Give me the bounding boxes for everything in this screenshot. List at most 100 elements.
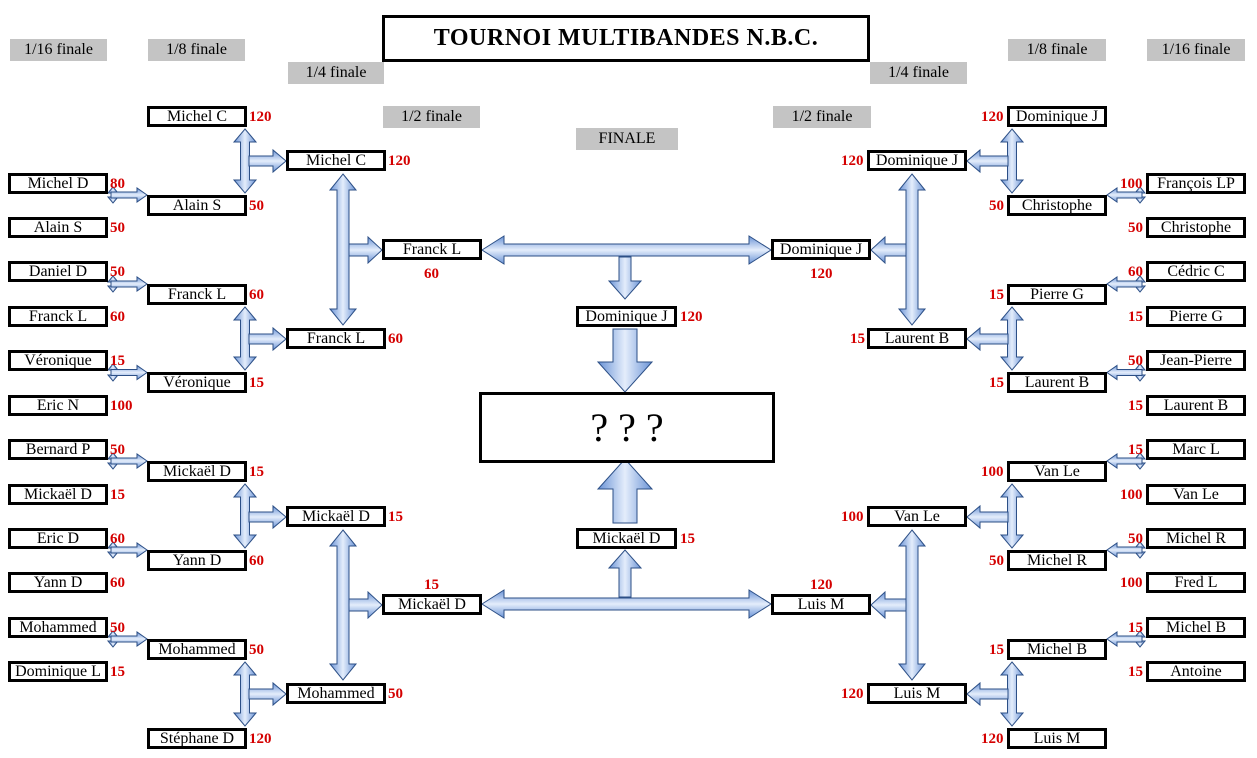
player-score: 15 — [1128, 620, 1143, 636]
player-box: Michel B — [1007, 639, 1107, 660]
bracket-arrow — [110, 187, 148, 203]
bracket-arrow — [348, 590, 383, 620]
player-box: Mickaël D — [147, 461, 247, 482]
player-score: 120 — [981, 109, 1004, 125]
player-box: Franck L — [8, 306, 108, 327]
bracket-arrow — [248, 504, 287, 530]
round-label-1-2-left: 1/2 finale — [383, 106, 480, 128]
bracket-arrow — [328, 173, 358, 326]
player-box: Véronique — [8, 350, 108, 371]
player-score: 15 — [110, 487, 125, 503]
player-box: Mickaël D — [8, 484, 108, 505]
bracket-arrow — [999, 661, 1025, 727]
player-box: Michel D — [8, 173, 108, 194]
bracket-arrow — [248, 148, 287, 174]
player-box: Marc L — [1146, 439, 1246, 460]
bracket-arrow — [110, 542, 148, 558]
player-score: 15 — [989, 375, 1004, 391]
player-box: Van Le — [867, 506, 967, 527]
round-label-1-4-left: 1/4 finale — [288, 62, 384, 84]
player-score: 50 — [388, 686, 403, 702]
player-box: Véronique — [147, 372, 247, 393]
player-score: 50 — [110, 264, 125, 280]
player-box: Dominique J — [771, 239, 871, 260]
player-score: 100 — [841, 509, 864, 525]
player-score: 120 — [680, 309, 703, 325]
player-box: Fred L — [1146, 572, 1246, 593]
bracket-arrow — [1106, 187, 1143, 203]
player-score: 15 — [1128, 442, 1143, 458]
player-box: Dominique L — [8, 661, 108, 682]
round-label-1-8-right: 1/8 finale — [1008, 39, 1106, 61]
bracket-arrow — [1106, 542, 1143, 558]
bracket-arrow — [1106, 276, 1143, 292]
player-score: 50 — [110, 442, 125, 458]
bracket-arrow — [596, 328, 654, 393]
player-score: 60 — [110, 309, 125, 325]
player-box: Yann D — [8, 572, 108, 593]
player-box: Eric N — [8, 395, 108, 416]
player-score: 15 — [110, 353, 125, 369]
player-score: 15 — [388, 509, 403, 525]
bracket-arrow — [1106, 631, 1143, 647]
player-score: 60 — [249, 287, 264, 303]
final-winner-box: ? ? ? — [479, 392, 775, 463]
player-box: Luis M — [1007, 728, 1107, 749]
bracket-arrow — [110, 276, 148, 292]
player-score: 120 — [841, 153, 864, 169]
player-box: Van Le — [1146, 484, 1246, 505]
round-label-finale: FINALE — [576, 128, 678, 150]
player-score: 60 — [388, 331, 403, 347]
tournament-title: TOURNOI MULTIBANDES N.B.C. — [382, 15, 870, 62]
player-box: Michel R — [1007, 550, 1107, 571]
player-box: Luis M — [867, 683, 967, 704]
bracket-arrow — [999, 128, 1025, 194]
bracket-arrow — [897, 173, 927, 326]
bracket-arrow — [328, 529, 358, 681]
player-score: 50 — [110, 620, 125, 636]
player-box: Laurent B — [1007, 372, 1107, 393]
player-box: Daniel D — [8, 261, 108, 282]
bracket-arrow — [248, 326, 287, 352]
player-box: Christophe — [1007, 195, 1107, 216]
player-score: 50 — [1128, 353, 1143, 369]
round-label-1-16-left: 1/16 finale — [10, 39, 107, 61]
player-box: Van Le — [1007, 461, 1107, 482]
player-score: 60 — [424, 266, 439, 282]
round-label-1-4-right: 1/4 finale — [870, 62, 967, 84]
player-box: Stéphane D — [147, 728, 247, 749]
player-box: Michel C — [286, 150, 386, 171]
player-score: 15 — [1128, 664, 1143, 680]
player-score: 15 — [249, 375, 264, 391]
bracket-arrow — [1106, 364, 1143, 381]
bracket-arrow — [607, 256, 643, 300]
bracket-arrow — [348, 235, 383, 265]
player-score: 50 — [110, 220, 125, 236]
bracket-arrow — [870, 235, 907, 265]
player-box: Eric D — [8, 528, 108, 549]
player-score: 120 — [249, 731, 272, 747]
bracket-arrow — [232, 306, 258, 371]
player-score: 100 — [1120, 487, 1143, 503]
player-score: 60 — [110, 531, 125, 547]
player-score: 15 — [1128, 398, 1143, 414]
player-score: 80 — [110, 176, 125, 192]
player-box: Christophe — [1146, 217, 1246, 238]
player-box: Yann D — [147, 550, 247, 571]
player-box: Pierre G — [1146, 306, 1246, 327]
player-box: Michel B — [1146, 617, 1246, 638]
bracket-arrow — [999, 483, 1025, 549]
bracket-arrow — [110, 364, 148, 381]
player-score: 15 — [1128, 309, 1143, 325]
player-score: 15 — [249, 464, 264, 480]
round-label-1-2-right: 1/2 finale — [773, 106, 871, 128]
player-box: Mohammed — [286, 683, 386, 704]
player-score: 15 — [989, 287, 1004, 303]
bracket-arrow — [232, 661, 258, 727]
bracket-arrow — [110, 631, 148, 647]
player-score: 50 — [249, 198, 264, 214]
player-box: Bernard P — [8, 439, 108, 460]
player-box: Alain S — [147, 195, 247, 216]
player-score: 15 — [989, 642, 1004, 658]
